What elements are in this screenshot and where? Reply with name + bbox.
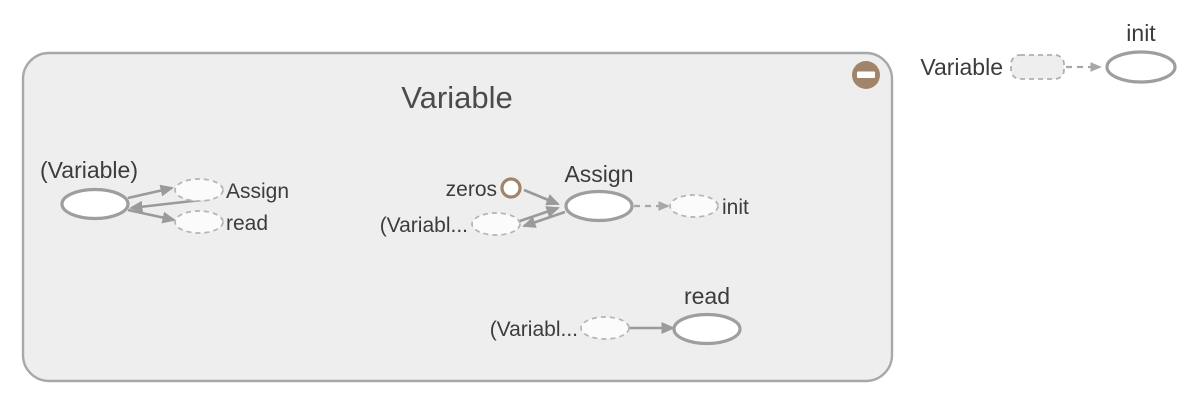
cluster-variable-left: (Variable) Assign read bbox=[40, 157, 289, 235]
node-read-op-shape[interactable] bbox=[672, 312, 742, 346]
node-variable-ghost-middle[interactable]: (Variabl... bbox=[380, 212, 521, 237]
node-variable-ghost-middle-label: (Variabl... bbox=[380, 214, 468, 237]
node-init-ghost-middle-label: init bbox=[722, 196, 749, 219]
group-card-title: Variable bbox=[401, 80, 512, 115]
node-variable-ghost-bottom-shape[interactable] bbox=[580, 316, 630, 340]
node-read-ghost-left-label: read bbox=[226, 212, 268, 235]
node-variable-op-shape[interactable] bbox=[60, 187, 130, 221]
node-init-op-shape[interactable] bbox=[1105, 50, 1177, 84]
node-variable-ghost-bottom[interactable]: (Variabl... bbox=[490, 316, 630, 341]
edge-var-op-to-assign-ghost bbox=[127, 184, 174, 200]
edge-assign-to-var-ghost bbox=[522, 210, 566, 228]
minus-icon bbox=[857, 71, 875, 78]
node-variable-ghost-right-shape[interactable] bbox=[1010, 54, 1065, 80]
cluster-init-right: Variable init bbox=[920, 20, 1177, 84]
node-init-op-label: init bbox=[1126, 20, 1156, 46]
node-init-ghost-middle[interactable]: init bbox=[669, 194, 749, 219]
node-variable-ghost-middle-shape[interactable] bbox=[471, 212, 521, 236]
node-init-op[interactable]: init bbox=[1105, 20, 1177, 84]
node-assign-ghost-left[interactable]: Assign bbox=[174, 178, 289, 203]
cluster-read-bottom: (Variabl... read bbox=[490, 283, 742, 346]
node-assign-op-label: Assign bbox=[564, 161, 633, 187]
node-read-ghost-left[interactable]: read bbox=[174, 210, 268, 235]
node-read-ghost-left-shape[interactable] bbox=[174, 210, 224, 234]
node-read-op-label: read bbox=[684, 283, 730, 309]
edge-var-op-to-read-ghost bbox=[127, 208, 176, 224]
node-variable-ghost-right[interactable]: Variable bbox=[920, 54, 1065, 80]
node-assign-ghost-left-shape[interactable] bbox=[174, 178, 224, 202]
node-variable-op-label: (Variable) bbox=[40, 157, 138, 183]
variable-group-card[interactable]: Variable bbox=[21, 51, 894, 383]
node-assign-op-shape[interactable] bbox=[564, 189, 634, 223]
collapse-minus-button[interactable] bbox=[852, 61, 880, 89]
node-variable-op[interactable]: (Variable) bbox=[40, 157, 138, 221]
node-read-op[interactable]: read bbox=[672, 283, 742, 346]
node-variable-ghost-bottom-label: (Variabl... bbox=[490, 318, 578, 341]
node-zeros-const[interactable]: zeros bbox=[446, 177, 522, 201]
edge-zeros-to-assign bbox=[523, 188, 560, 206]
node-variable-ghost-right-label: Variable bbox=[920, 54, 1003, 80]
node-assign-op[interactable]: Assign bbox=[564, 161, 634, 223]
node-assign-ghost-left-label: Assign bbox=[226, 180, 289, 203]
node-init-ghost-middle-shape[interactable] bbox=[669, 194, 719, 218]
cluster-assign-middle: zeros (Variabl... Assign init bbox=[380, 161, 749, 237]
group-card-background[interactable] bbox=[21, 51, 894, 383]
node-zeros-const-label: zeros bbox=[446, 178, 497, 201]
node-zeros-const-shape[interactable] bbox=[500, 177, 522, 199]
